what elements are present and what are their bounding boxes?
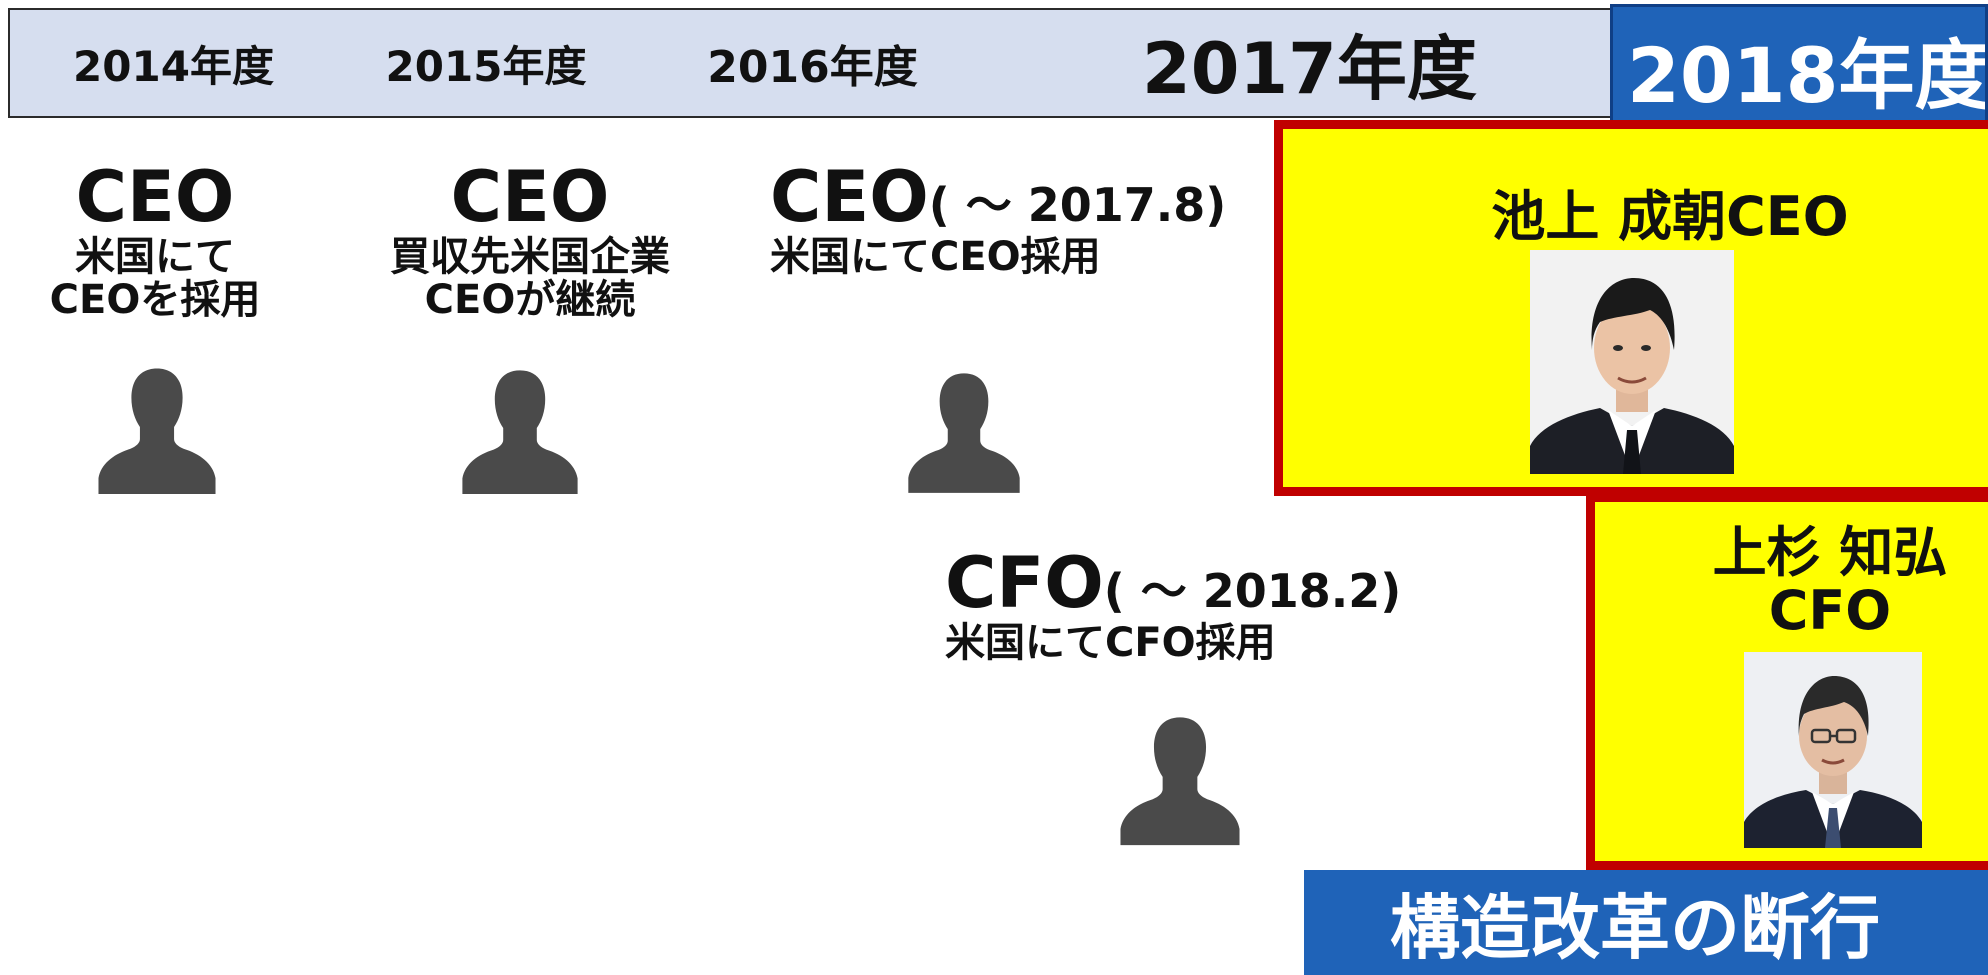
fy2015-role: CEO xyxy=(450,156,610,238)
person-silhouette-icon xyxy=(462,370,578,494)
ceo-portrait-photo xyxy=(1530,250,1734,474)
fy2015-desc-line-1: 買収先米国企業 xyxy=(390,233,670,280)
fy2016-cfo-entry: CFO( ～ 2018.2) 米国にてCFO採用 xyxy=(945,545,1405,666)
fy2016-ceo-desc: 米国にてCEO採用 xyxy=(770,233,1101,280)
fy2016-ceo-role: CEO xyxy=(770,156,929,238)
fy2016-ceo-entry: CEO( ～ 2017.8) 米国にてCEO採用 xyxy=(770,159,1230,280)
fy2016-cfo-period: ( ～ 2018.2) xyxy=(1103,564,1402,618)
cfo-portrait-photo xyxy=(1744,652,1922,848)
person-silhouette-icon xyxy=(908,373,1020,493)
new-cfo-name-line-1: 上杉 知弘 xyxy=(1712,521,1948,584)
fy2014-role: CEO xyxy=(75,156,235,238)
fy2015-entry: CEO 買収先米国企業 CEOが継続 xyxy=(330,156,730,323)
new-ceo-name: 池上 成朝CEO xyxy=(1491,185,1849,248)
year-2017: 2017年度 xyxy=(990,8,1618,118)
fy2016-cfo-role: CFO xyxy=(945,542,1104,624)
year-2018-highlight: 2018年度 xyxy=(1610,4,1988,134)
year-2015: 2015年度 xyxy=(337,8,637,118)
person-silhouette-icon xyxy=(1120,717,1240,846)
new-cfo-name: 上杉 知弘 CFO xyxy=(1620,521,1988,643)
fy2014-desc-line-1: 米国にて xyxy=(75,233,235,280)
structural-reform-banner: 構造改革の断行 xyxy=(1304,870,1988,975)
year-2016: 2016年度 xyxy=(635,8,992,118)
fy2014-entry: CEO 米国にて CEOを採用 xyxy=(10,156,300,323)
fy2016-ceo-period: ( ～ 2017.8) xyxy=(928,178,1227,232)
person-silhouette-icon xyxy=(98,368,216,494)
new-cfo-name-line-2: CFO xyxy=(1768,579,1892,643)
fy2016-cfo-desc: 米国にてCFO採用 xyxy=(945,619,1276,666)
fy2015-desc-line-2: CEOが継続 xyxy=(424,276,636,323)
year-2014: 2014年度 xyxy=(8,8,339,118)
fy2014-desc-line-2: CEOを採用 xyxy=(49,276,261,323)
